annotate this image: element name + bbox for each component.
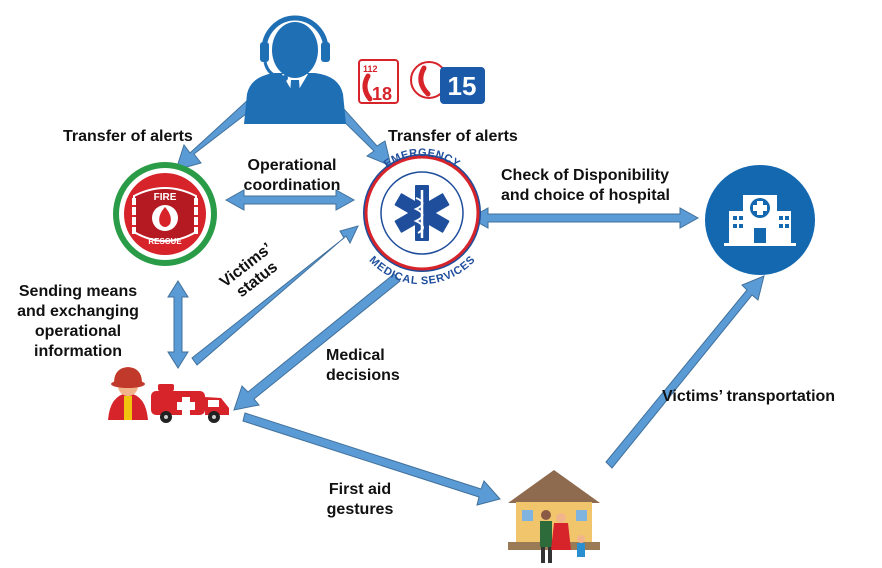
arrow-ambulance-to-home (242, 412, 501, 506)
label-first-aid-gestures: First aid gestures (318, 480, 402, 520)
arrow-home-to-hospital (605, 275, 765, 469)
call-center-operator-icon (244, 15, 346, 124)
label-medical-line2: decisions (326, 367, 400, 384)
ems-star-of-life-icon: EMERGENCY MEDICAL SERVICES (363, 147, 481, 287)
label-sending-line2: and exchanging (17, 303, 139, 320)
label-first-aid-line1: First aid (328, 481, 392, 498)
arrow-field-to-ems (191, 225, 359, 366)
arrow-fire-field-bidirectional (167, 280, 189, 369)
badge-15-label: 15 (448, 71, 477, 101)
arrow-ems-hospital-bidirectional (468, 207, 700, 229)
label-operational-coordination-line2: coordination (243, 177, 341, 194)
arrow-operator-to-fire (175, 98, 256, 171)
label-sending-means: Sending means and exchanging operational… (8, 282, 148, 362)
fire-badge-top-text: FIRE (154, 192, 177, 203)
badge-112-label: 112 (363, 64, 378, 74)
ambulance-icon (151, 384, 229, 423)
label-transfer-alerts-right: Transfer of alerts (388, 128, 518, 145)
house-family-icon (508, 470, 600, 563)
label-first-aid-line2: gestures (326, 501, 394, 518)
label-medical-decisions: Medical decisions (326, 346, 400, 386)
phone-112-18-icon: 112 18 (358, 59, 399, 104)
label-sending-line1: Sending means (18, 283, 138, 300)
label-sending-line4: information (34, 343, 122, 360)
fire-badge-bottom-text: RESCUE (148, 237, 182, 246)
hospital-icon (705, 165, 815, 275)
label-check-line1: Check of Disponibility (501, 167, 670, 184)
arrow-fire-ems-bidirectional (224, 189, 356, 211)
phone-15-icon: 15 (410, 61, 485, 104)
label-operational-coordination: Operational coordination (236, 156, 348, 196)
firefighter-icon (108, 367, 148, 420)
label-check-line2: and choice of hospital (501, 187, 670, 204)
arrow-ems-to-ambulance (233, 273, 401, 411)
label-transfer-alerts-left: Transfer of alerts (63, 128, 193, 145)
label-victims-transportation: Victims’ transportation (662, 388, 836, 405)
label-operational-coordination-line1: Operational (247, 157, 337, 174)
badge-18-label: 18 (372, 84, 392, 104)
label-check-disponibility: Check of Disponibility and choice of hos… (501, 166, 670, 206)
fire-rescue-badge-icon: FIRE RESCUE (113, 162, 217, 266)
label-sending-line3: operational (34, 323, 122, 340)
label-medical-line1: Medical (326, 347, 385, 364)
